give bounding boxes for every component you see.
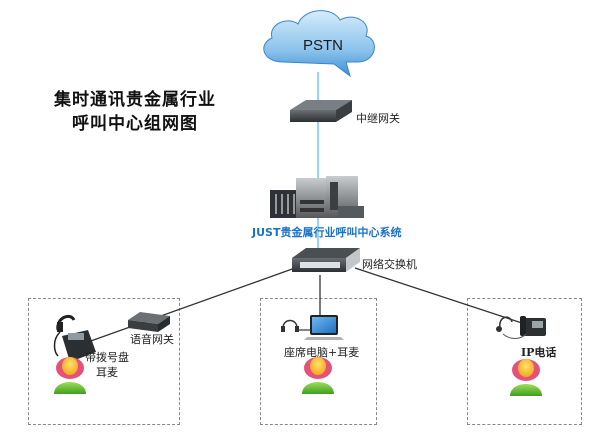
ip-phone-label: IP电话	[521, 346, 557, 359]
voice-gateway-label: 语音网关	[130, 333, 174, 346]
zone-pc-agent	[260, 298, 377, 425]
pstn-label: PSTN	[303, 37, 343, 54]
agent-avatar-icon	[54, 357, 86, 394]
server-rack-icon	[270, 176, 364, 218]
network-switch-icon	[292, 248, 360, 272]
zone-ip-phone-agent	[467, 298, 582, 425]
agent-avatar-icon	[302, 357, 334, 394]
link-switch-to-ip-phone	[354, 267, 529, 326]
title-line-1: 集时通讯贵金属行业	[54, 90, 216, 110]
link-switch-to-voice-gateway	[87, 267, 296, 343]
agent-avatar-icon	[510, 359, 542, 396]
trunk-gateway-label: 中继网关	[356, 112, 400, 125]
laptop-headset-icon	[281, 315, 344, 340]
gateway-device-icon	[290, 100, 352, 122]
dialpad-headset-label: 带拨号盘 耳麦	[85, 350, 129, 380]
seat-pc-label: 座席电脑+耳麦	[284, 346, 360, 359]
dialpad-headset-label-line1: 带拨号盘	[85, 351, 129, 364]
title-line-2: 呼叫中心组网图	[72, 114, 198, 134]
voice-gateway-icon	[128, 312, 170, 332]
network-switch-label: 网络交换机	[362, 258, 417, 271]
zone-dialpad-agent	[28, 298, 180, 425]
dialpad-phone-headset-icon	[53, 314, 96, 362]
ip-phone-icon	[496, 316, 546, 339]
dialpad-headset-label-line2: 耳麦	[96, 366, 118, 379]
system-label: JUST贵金属行业呼叫中心系统	[251, 225, 401, 239]
diagram-title: 集时通讯贵金属行业 呼叫中心组网图	[30, 88, 240, 136]
cloud-icon	[263, 10, 375, 78]
